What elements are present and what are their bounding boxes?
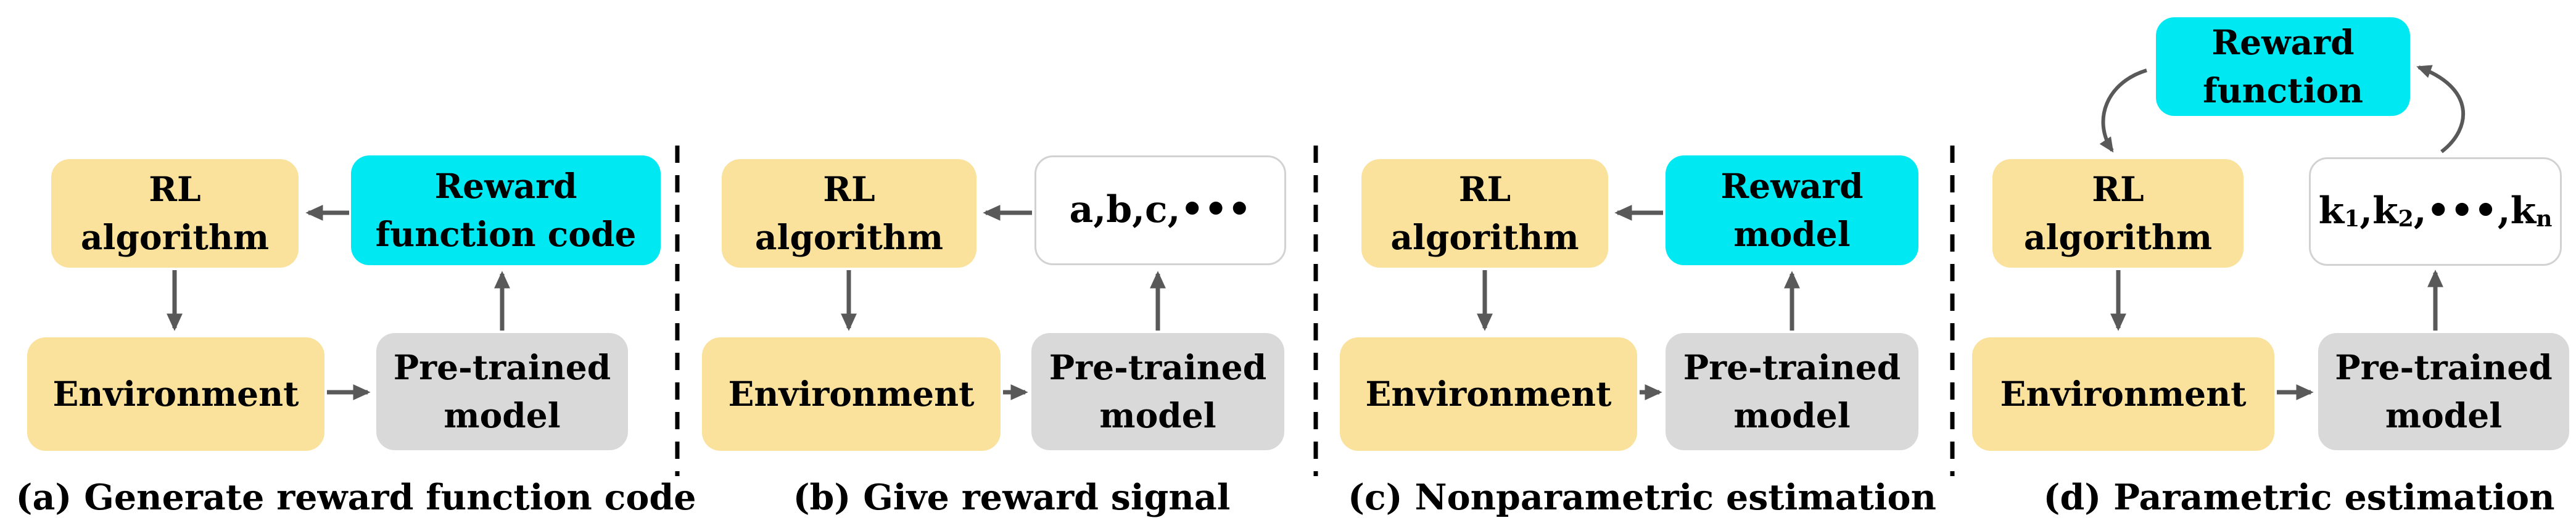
- reward-parameters-label: k1,k2,•••,kn: [2318, 189, 2553, 233]
- environment-label-a: Environment: [52, 373, 299, 414]
- environment-box-b: Environment: [702, 337, 1001, 451]
- rl-algorithm-label-b: RL algorithm: [754, 168, 944, 257]
- rl-algorithm-label-c: RL algorithm: [1390, 168, 1579, 257]
- reward-signal-label: a,b,c,•••: [1069, 188, 1252, 232]
- pretrained-model-box-b: Pre-trained model: [1031, 333, 1284, 450]
- caption-b: (b) Give reward signal: [793, 477, 1231, 518]
- rl-algorithm-box-a: RL algorithm: [51, 159, 299, 268]
- pretrained-model-box-d: Pre-trained model: [2318, 333, 2569, 450]
- reward-model-label: Reward model: [1720, 165, 1864, 254]
- rl-algorithm-label-d: RL algorithm: [2023, 168, 2213, 257]
- environment-label-c: Environment: [1365, 373, 1612, 414]
- caption-a: (a) Generate reward function code: [15, 477, 696, 518]
- pretrained-model-label-c: Pre-trained model: [1683, 347, 1901, 435]
- reward-function-code-box: Reward function code: [351, 155, 661, 265]
- caption-d: (d) Parametric estimation: [2043, 477, 2555, 518]
- reward-function-box: Reward function: [2156, 17, 2410, 116]
- reward-signal-box: a,b,c,•••: [1034, 155, 1286, 265]
- reward-function-label: Reward function: [2202, 22, 2364, 110]
- rl-algorithm-label-a: RL algorithm: [80, 168, 270, 257]
- environment-label-d: Environment: [2000, 373, 2247, 414]
- rl-algorithm-box-d: RL algorithm: [1992, 159, 2244, 268]
- environment-box-d: Environment: [1972, 337, 2274, 451]
- arrow-parameters-to-reward-function-curved: [2416, 65, 2466, 154]
- reward-parameters-box: k1,k2,•••,kn: [2309, 157, 2562, 266]
- reward-model-box: Reward model: [1666, 155, 1918, 265]
- pretrained-model-label-d: Pre-trained model: [2335, 347, 2553, 435]
- environment-label-b: Environment: [728, 373, 975, 414]
- rl-algorithm-box-c: RL algorithm: [1361, 159, 1608, 268]
- environment-box-c: Environment: [1340, 337, 1637, 451]
- caption-c: (c) Nonparametric estimation: [1348, 477, 1936, 518]
- pretrained-model-box-c: Pre-trained model: [1666, 333, 1918, 450]
- reward-function-code-label: Reward function code: [375, 165, 637, 254]
- pretrained-model-box-a: Pre-trained model: [376, 333, 628, 450]
- rl-algorithm-box-b: RL algorithm: [722, 159, 976, 268]
- environment-box-a: Environment: [27, 337, 324, 451]
- pretrained-model-label-a: Pre-trained model: [393, 347, 611, 435]
- pretrained-model-label-b: Pre-trained model: [1049, 347, 1267, 435]
- arrow-reward-function-to-rl-curved: [2099, 68, 2147, 153]
